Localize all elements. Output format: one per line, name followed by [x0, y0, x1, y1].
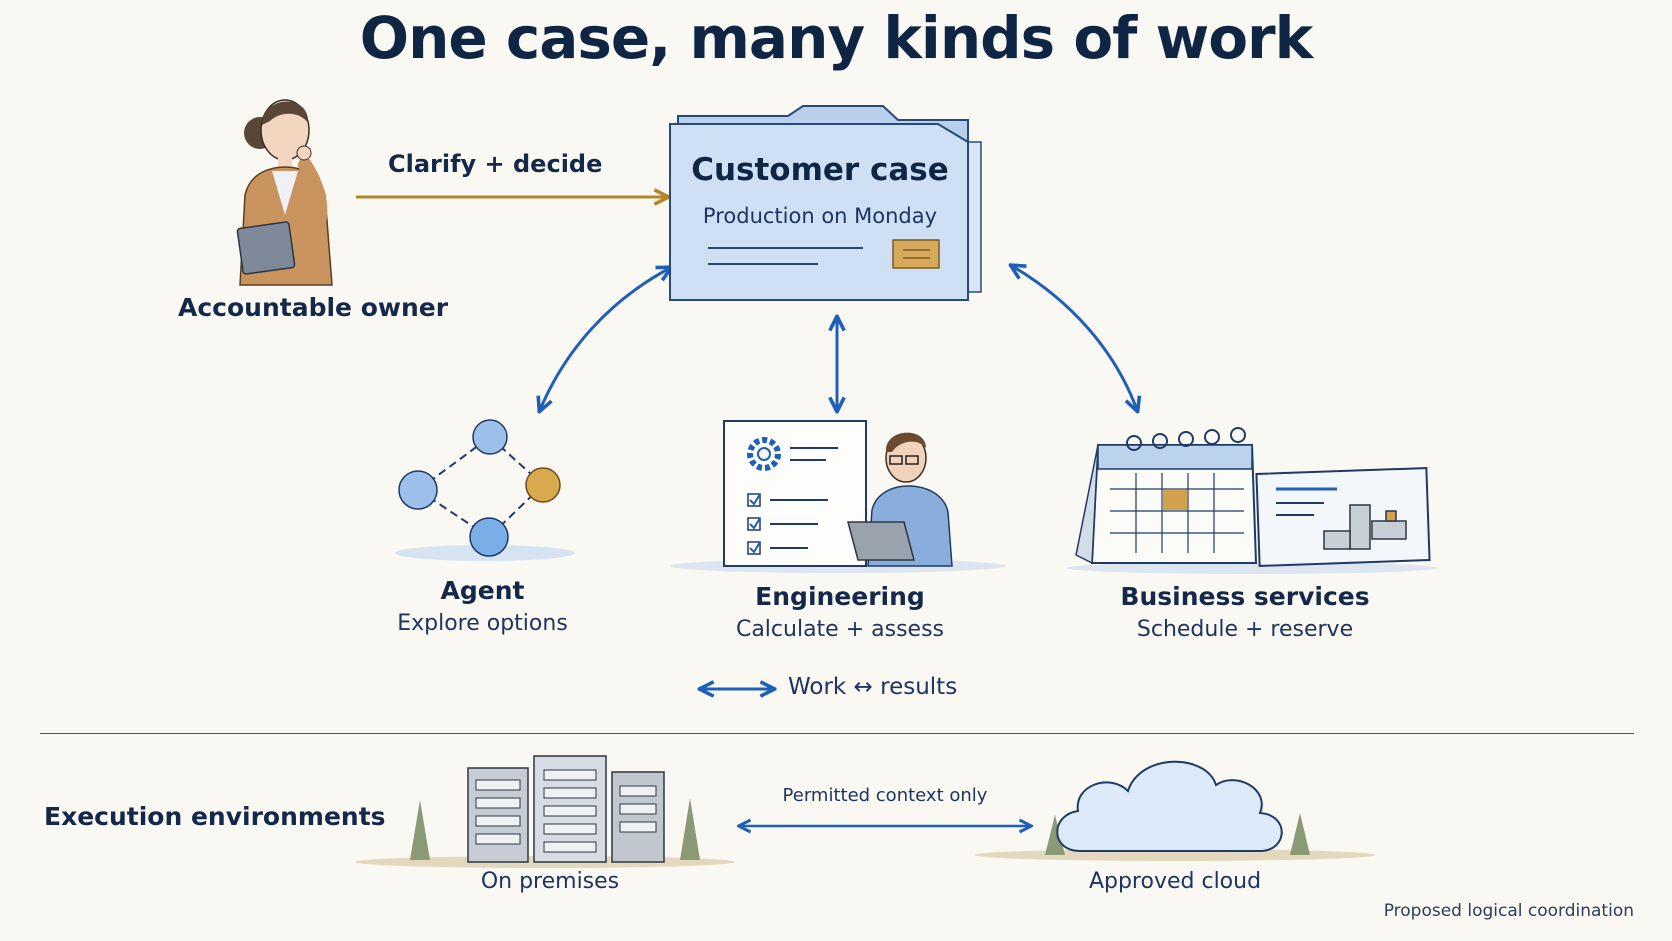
cloud-icon — [975, 760, 1375, 861]
owner-arrow-label: Clarify + decide — [388, 150, 603, 178]
owner-label: Accountable owner — [178, 293, 449, 322]
environment-link-label: Permitted context only — [782, 785, 988, 806]
owner-person-icon — [236, 99, 333, 286]
gear-icon — [747, 437, 781, 471]
page-title: One case, many kinds of work — [359, 4, 1313, 72]
calendar-ring — [1230, 427, 1246, 443]
section-divider — [40, 733, 1634, 734]
approved-cloud-label: Approved cloud — [1088, 869, 1262, 894]
agent-node — [398, 470, 438, 510]
agent-subtitle: Explore options — [397, 611, 568, 636]
calendar-ring — [1204, 429, 1220, 445]
engineering-title: Engineering — [755, 582, 925, 611]
business-illustration — [1066, 427, 1438, 574]
on-premises-label: On premises — [480, 869, 620, 894]
agent-node — [469, 517, 509, 557]
calendar-ring — [1152, 433, 1168, 449]
laptop-icon — [847, 521, 915, 561]
environments-heading: Execution environments — [44, 802, 386, 831]
business-subtitle: Schedule + reserve — [1136, 617, 1354, 642]
legend-label: Work ↔ results — [788, 674, 958, 700]
case-agent-arrow — [540, 268, 670, 410]
business-title: Business services — [1120, 582, 1370, 611]
calendar-ring — [1126, 435, 1142, 451]
agent-title: Agent — [440, 576, 525, 605]
agent-node — [525, 467, 561, 503]
engineering-subtitle: Calculate + assess — [735, 617, 945, 642]
footer-note: Proposed logical coordination — [1383, 901, 1634, 921]
case-subtitle: Production on Monday — [702, 204, 938, 228]
calendar-ring — [1178, 431, 1194, 447]
agent-network-icon — [395, 419, 575, 561]
server-rack-icon — [355, 755, 735, 868]
engineering-illustration — [670, 420, 1006, 573]
factory-machine-icon — [1323, 504, 1407, 550]
case-business-arrow — [1012, 266, 1137, 410]
agent-node — [472, 419, 508, 455]
case-title: Customer case — [691, 152, 949, 188]
folder-icon — [669, 105, 982, 301]
